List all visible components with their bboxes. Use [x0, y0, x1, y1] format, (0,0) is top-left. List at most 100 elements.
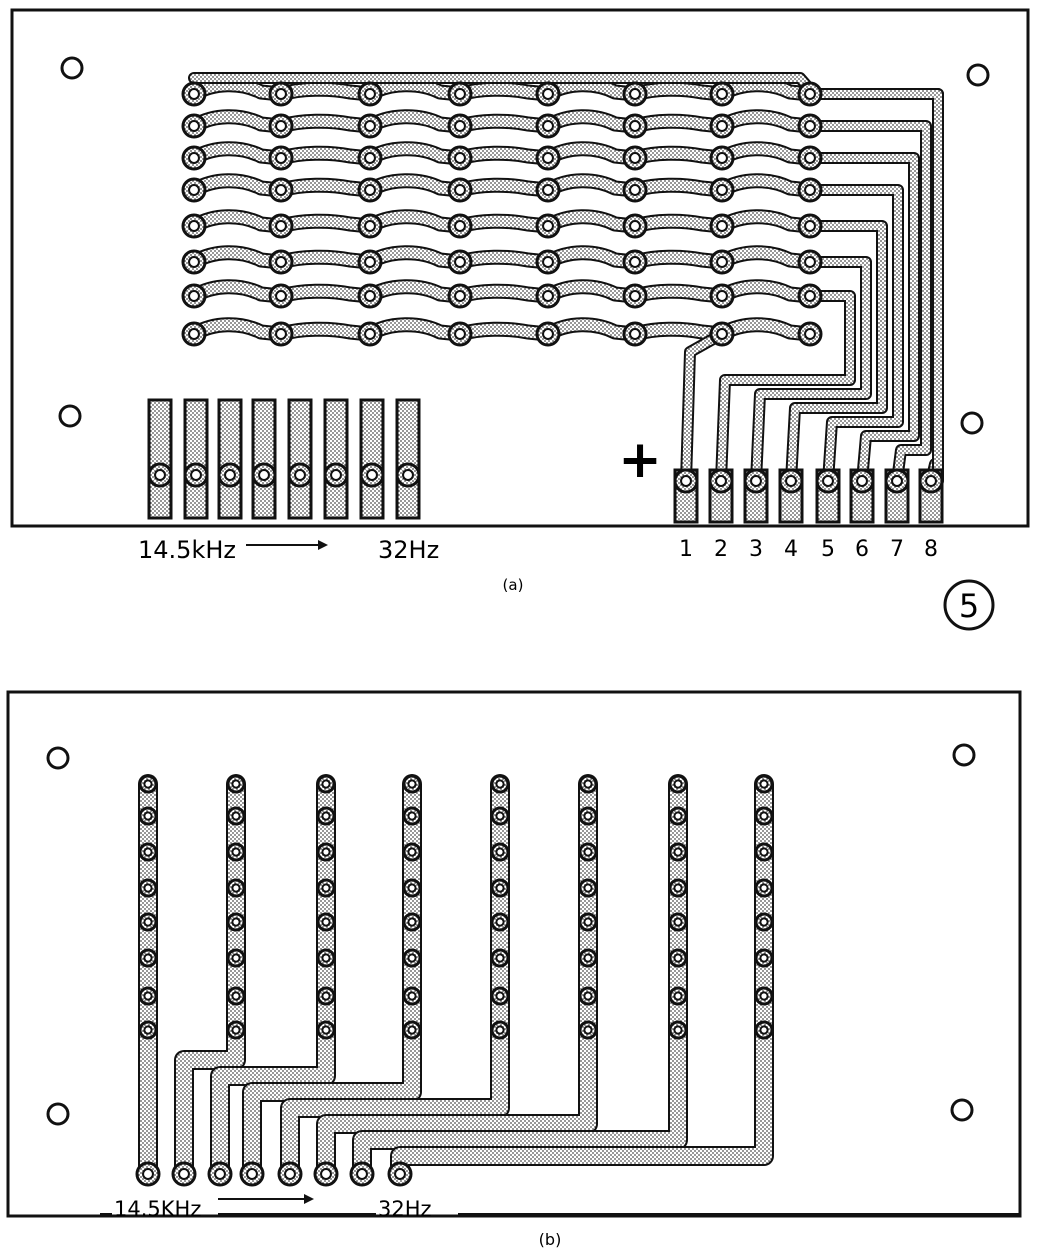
pad-hole	[407, 779, 417, 789]
pad-hole	[275, 184, 287, 196]
pad-hole	[583, 917, 593, 927]
pad-hole	[364, 120, 376, 132]
pad-hole	[495, 1025, 505, 1035]
freq-strip	[359, 398, 385, 520]
pad-hole	[231, 953, 241, 963]
pad-hole	[321, 883, 331, 893]
pad-hole	[716, 220, 728, 232]
pad-hole	[275, 120, 287, 132]
pad-hole	[321, 991, 331, 1001]
freq-direction-arrow-b	[218, 1194, 376, 1215]
pad-hole	[142, 1168, 154, 1180]
pad-hole	[275, 256, 287, 268]
pad-hole	[629, 184, 641, 196]
pad-hole	[673, 953, 683, 963]
pad-hole	[143, 953, 153, 963]
pad-hole	[495, 991, 505, 1001]
freq-strip	[323, 398, 349, 520]
pad-hole	[495, 953, 505, 963]
pad-hole	[759, 811, 769, 821]
pad-hole	[402, 469, 414, 481]
panel-a-output-connector	[673, 468, 944, 524]
pad-hole	[321, 917, 331, 927]
panel-a-pad-matrix	[181, 81, 823, 347]
freq-strip	[251, 398, 277, 520]
pad-hole	[321, 847, 331, 857]
pad-hole	[143, 991, 153, 1001]
pad-hole	[188, 328, 200, 340]
pad-hole	[224, 469, 236, 481]
pad-hole	[275, 220, 287, 232]
output-bus-trace-fill	[814, 154, 918, 485]
pad-hole	[759, 1025, 769, 1035]
pad-hole	[143, 811, 153, 821]
pad-hole	[231, 811, 241, 821]
pad-hole	[673, 811, 683, 821]
pad-hole	[495, 847, 505, 857]
pad-hole	[759, 917, 769, 927]
pad-hole	[822, 475, 834, 487]
pad-hole	[188, 256, 200, 268]
figure-number-badge: 5	[943, 579, 995, 631]
pad-hole	[364, 220, 376, 232]
pad-hole	[629, 88, 641, 100]
output-number-label: 4	[784, 537, 798, 562]
pad-hole	[680, 475, 692, 487]
pad-hole	[629, 220, 641, 232]
pad-hole	[143, 779, 153, 789]
pad-hole	[188, 152, 200, 164]
pad-hole	[275, 152, 287, 164]
freq-strip	[183, 398, 209, 520]
pad-hole	[925, 475, 937, 487]
pad-hole	[407, 1025, 417, 1035]
pad-hole	[154, 469, 166, 481]
pad-hole	[759, 991, 769, 1001]
pad-hole	[143, 883, 153, 893]
pad-hole	[583, 883, 593, 893]
strip-trace-fill	[244, 776, 420, 1182]
mounting-hole	[58, 404, 82, 428]
output-number-label: 8	[924, 537, 938, 562]
pad-hole	[258, 469, 270, 481]
pad-hole	[750, 475, 762, 487]
pad-hole	[804, 88, 816, 100]
freq-strip	[217, 398, 243, 520]
pad-hole	[454, 152, 466, 164]
pad-hole	[407, 991, 417, 1001]
pad-hole	[759, 847, 769, 857]
pad-hole	[759, 883, 769, 893]
pad-hole	[542, 256, 554, 268]
pad-hole	[364, 290, 376, 302]
pad-hole	[321, 811, 331, 821]
pad-hole	[190, 469, 202, 481]
pad-hole	[804, 184, 816, 196]
mounting-hole	[952, 743, 976, 767]
freq-strip	[395, 398, 421, 520]
pad-hole	[356, 1168, 368, 1180]
pad-hole	[673, 1025, 683, 1035]
pad-hole	[454, 328, 466, 340]
pad-hole	[583, 953, 593, 963]
pad-hole	[891, 475, 903, 487]
freq-strip	[287, 398, 313, 520]
pad-hole	[454, 290, 466, 302]
output-number-label: 6	[855, 537, 869, 562]
output-number-label: 1	[679, 537, 693, 562]
pad-hole	[321, 779, 331, 789]
output-bus-trace-fill	[787, 222, 886, 485]
pad-hole	[188, 290, 200, 302]
pad-hole	[495, 779, 505, 789]
pad-hole	[320, 1168, 332, 1180]
pad-hole	[583, 779, 593, 789]
figure-number: 5	[959, 587, 979, 625]
pad-hole	[804, 120, 816, 132]
pad-hole	[231, 883, 241, 893]
pad-hole	[804, 328, 816, 340]
pad-hole	[629, 328, 641, 340]
pad-hole	[275, 88, 287, 100]
panel-b-caption: (b)	[539, 1230, 562, 1249]
pad-hole	[407, 847, 417, 857]
pad-hole	[454, 88, 466, 100]
pad-hole	[804, 290, 816, 302]
